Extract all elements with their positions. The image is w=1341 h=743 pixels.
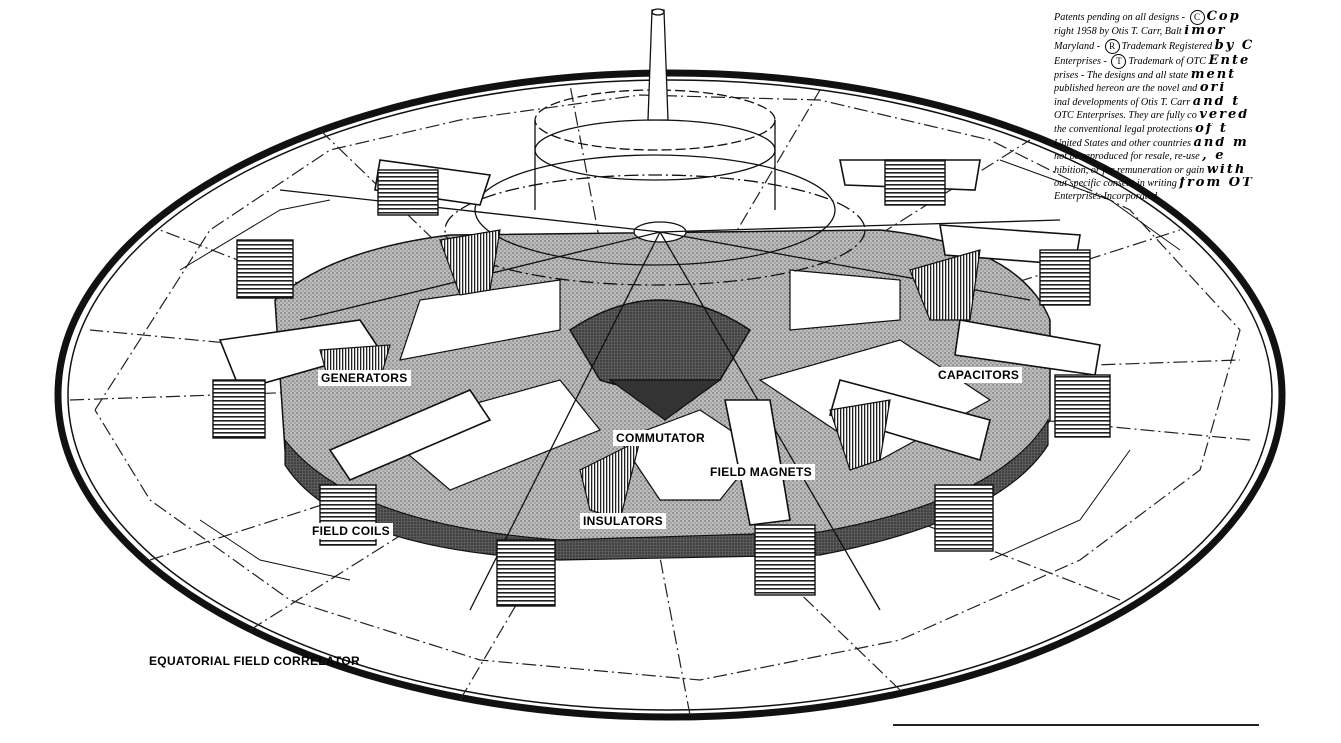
notice-text-large: with xyxy=(1206,163,1247,177)
notice-text-large: and m xyxy=(1193,136,1249,150)
notice-text: hibition, or for remuneration or gain xyxy=(1054,164,1207,176)
notice-line: Enterprises Incorporated. xyxy=(1054,191,1341,204)
notice-text-large: ment xyxy=(1190,68,1237,82)
equatorial-field-correlator-ring xyxy=(54,69,1286,721)
label-generators: GENERATORS xyxy=(318,370,411,386)
notice-text-large: and t xyxy=(1192,95,1241,109)
label-field-magnets: FIELD MAGNETS xyxy=(707,464,815,480)
notice-text-large: from OT xyxy=(1179,177,1254,191)
notice-text: Maryland - xyxy=(1054,40,1103,52)
bottom-rule xyxy=(893,724,1259,726)
notice-text-large: ori xyxy=(1199,82,1227,96)
notice-text: Trademark of OTC xyxy=(1128,55,1209,67)
notice-text: United States and other countries xyxy=(1054,137,1194,149)
notice-text: the conventional legal protections xyxy=(1054,123,1196,135)
notice-text: Trademark Registered xyxy=(1121,40,1215,52)
notice-text: Enterprises Incorporated. xyxy=(1054,190,1160,202)
field-coils xyxy=(212,159,1111,607)
notice-line: OTC Enterprises. They are fully co vered xyxy=(1054,109,1341,123)
generator-frames xyxy=(179,159,1181,581)
notice-text: out specific consent in writing xyxy=(1054,178,1180,190)
notice-text-large: vered xyxy=(1199,109,1250,123)
notice-line: United States and other countries and m xyxy=(1054,137,1341,151)
notice-line: out specific consent in writing from OT xyxy=(1054,177,1341,191)
notice-text: not be reproduced for resale, re-use xyxy=(1054,151,1203,163)
registered-mark-icon: T xyxy=(1111,53,1127,69)
notice-text: OTC Enterprises. They are fully co xyxy=(1054,110,1200,122)
notice-line: right 1958 by Otis T. Carr, Balt imor xyxy=(1054,25,1341,39)
notice-text-large: imor xyxy=(1184,25,1227,38)
notice-line: inal developments of Otis T. Carr and t xyxy=(1054,96,1341,110)
notice-line: not be reproduced for resale, re-use , e xyxy=(1054,150,1341,164)
notice-text-large: Ente xyxy=(1208,53,1251,68)
notice-text-large: by C xyxy=(1214,38,1255,53)
label-equatorial-field-correlator: EQUATORIAL FIELD CORRELATOR xyxy=(149,654,360,668)
notice-text-large: , e xyxy=(1202,150,1226,164)
notice-line: hibition, or for remuneration or gain wi… xyxy=(1054,164,1341,178)
notice-text-large: of t xyxy=(1195,122,1228,136)
label-field-coils: FIELD COILS xyxy=(309,523,393,539)
notice-text: prises - The designs and all state xyxy=(1054,69,1191,81)
notice-text: right 1958 by Otis T. Carr, Balt xyxy=(1054,26,1185,37)
notice-text: Patents pending on all designs - xyxy=(1054,12,1188,23)
notice-text: inal developments of Otis T. Carr xyxy=(1054,96,1193,108)
label-capacitors: CAPACITORS xyxy=(935,367,1023,383)
notice-line: prises - The designs and all state ment xyxy=(1054,69,1341,83)
label-insulators: INSULATORS xyxy=(580,513,666,529)
notice-text: published hereon are the novel and xyxy=(1054,83,1200,95)
notice-line: the conventional legal protections of t xyxy=(1054,123,1341,137)
notice-text: Enterprises - xyxy=(1054,55,1110,67)
capacitor-cones xyxy=(319,229,981,521)
label-commutator: COMMUTATOR xyxy=(613,430,708,446)
notice-line: published hereon are the novel and ori xyxy=(1054,82,1341,96)
registered-mark-icon: C xyxy=(1189,10,1205,25)
registered-mark-icon: R xyxy=(1104,38,1120,54)
central-tower xyxy=(444,8,866,286)
notice-text-large: Cop xyxy=(1206,10,1241,24)
